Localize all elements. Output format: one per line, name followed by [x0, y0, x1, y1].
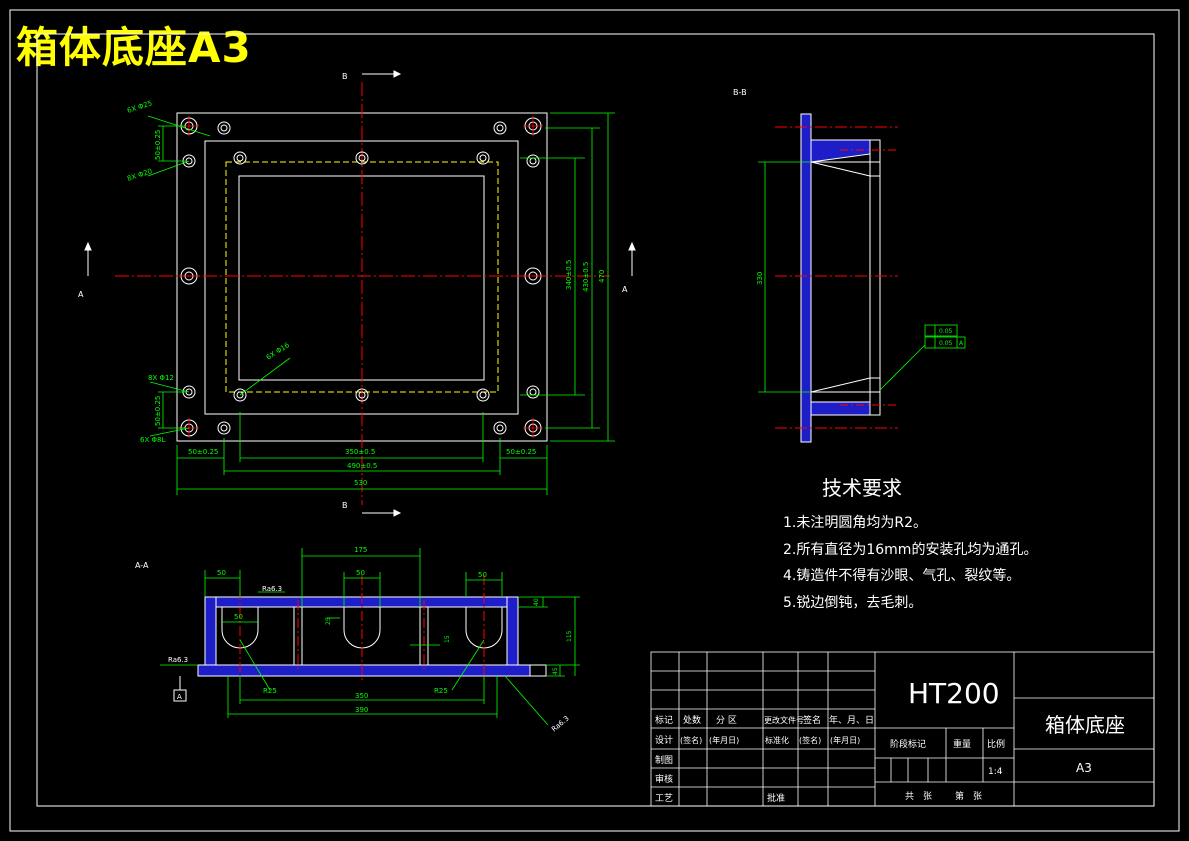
total-sheets: 共 张: [905, 791, 932, 802]
scale-text: 1:4: [988, 767, 1003, 777]
section-mark-b-bottom: B: [342, 501, 348, 510]
header-col-zone: 分 区: [716, 715, 737, 726]
section-view-label: A-A: [135, 561, 149, 570]
design-col-date2: (年月日): [830, 735, 860, 745]
stage-label: 阶段标记: [890, 738, 926, 750]
callout-6x-d8l: 6X Φ8L: [140, 436, 165, 444]
part-name-text: 箱体底座: [1045, 713, 1125, 737]
sec-dim-slot-right: 50: [478, 571, 487, 579]
roughness-top: Ra6.3: [262, 585, 282, 593]
header-col-date: 年、月、日: [829, 714, 874, 726]
dim-hole-height: 430±0.5: [582, 262, 590, 292]
plan-holes: [180, 117, 542, 437]
roughness-left: Ra6.3: [168, 656, 188, 664]
section-mark-a-right: A: [622, 285, 628, 294]
side-view-label: B-B: [733, 88, 747, 97]
design-col-sign2: (签名): [799, 735, 821, 745]
outer-frame: [9, 9, 1180, 832]
design-col-std: 标准化: [765, 735, 789, 745]
requirement-4: 5.锐边倒钝，去毛刺。: [783, 595, 922, 611]
dim-hole-span: 490±0.5: [347, 462, 377, 470]
technical-requirements: 技术要求 1.未注明圆角均为R2。 2.所有直径为16mm的安装孔均为通孔。 4…: [783, 476, 1037, 611]
title-block-text: HT200 箱体底座 A3 1:4 比例 重量 阶段标记 共 张 第 张 标记 …: [655, 677, 1125, 804]
requirements-heading: 技术要求: [822, 476, 902, 500]
dim-edge-right: 50±0.25: [506, 448, 536, 456]
row-label-process: 工艺: [655, 793, 673, 804]
dim-small-vert-top: 50±0.25: [154, 130, 162, 160]
row-label-mark: 标记: [655, 714, 673, 726]
design-col-date: (年月日): [709, 735, 739, 745]
side-dim-330: 330: [756, 272, 764, 285]
sheet-no: 第 张: [955, 790, 982, 802]
callout-8x-d12: 8X Φ12: [148, 374, 174, 382]
header-col-doc: 更改文件号: [764, 715, 804, 725]
dim-inner-width: 350±0.5: [345, 448, 375, 456]
sec-dim-height-total: 115: [566, 630, 573, 642]
design-col-sign: (签名): [680, 735, 702, 745]
sec-dim-depth-small: 25: [325, 617, 332, 625]
dim-overall-width: 530: [354, 479, 367, 487]
section-view: A-A: [135, 546, 580, 734]
section-mark-a-left: A: [78, 290, 84, 299]
side-view: B-B 330 0.05 0.05: [733, 88, 966, 443]
tolerance-frame: [924, 324, 966, 349]
requirement-1: 1.未注明圆角均为R2。: [783, 515, 927, 531]
tolerance-datum: A: [959, 340, 964, 347]
sec-dim-top-span: 175: [354, 546, 367, 554]
weight-label: 重量: [953, 738, 971, 750]
sec-dim-slot-left: 50: [217, 569, 226, 577]
plan-view: B B A A: [78, 70, 636, 517]
material-text: HT200: [908, 677, 1000, 710]
header-col-count: 处数: [683, 714, 701, 726]
sec-dim-inner-span: 350: [355, 692, 368, 700]
requirement-2: 2.所有直径为16mm的安装孔均为通孔。: [783, 541, 1037, 558]
title-block: [650, 651, 1155, 807]
header-col-sign: 签名: [803, 714, 821, 726]
scale-label: 比例: [987, 738, 1005, 750]
dim-inner-height: 340±0.5: [565, 260, 573, 290]
sec-fillet-right: R25: [434, 687, 448, 695]
approve-label: 批准: [767, 792, 785, 804]
row-label-design: 设计: [655, 734, 673, 746]
callout-6x-d25: 6X Φ25: [126, 99, 153, 115]
dim-small-vert-bottom: 50±0.25: [154, 396, 162, 426]
sec-dim-slot-mid: 50: [356, 569, 365, 577]
sec-dim-height-top: 40: [533, 598, 540, 606]
requirement-3: 4.铸造件不得有沙眼、气孔、裂纹等。: [783, 567, 1020, 584]
tolerance-value-2: 0.05: [939, 340, 953, 347]
datum-label: A: [177, 693, 182, 701]
sheet-title: 箱体底座A3: [16, 23, 252, 72]
sec-dim-web: 15: [444, 635, 451, 643]
inner-frame: [36, 33, 1155, 807]
roughness-right: Ra6.3: [550, 714, 571, 733]
callout-6x-d16: 6X Φ16: [265, 341, 292, 362]
row-label-review: 审核: [655, 773, 673, 785]
dim-edge-left: 50±0.25: [188, 448, 218, 456]
sheet-size-text: A3: [1076, 761, 1092, 775]
sec-dim-height-bottom: 45: [552, 667, 559, 675]
tolerance-value-1: 0.05: [939, 328, 953, 335]
row-label-draw: 制图: [655, 754, 673, 766]
sec-dim-outer-span: 390: [355, 706, 368, 714]
dim-overall-height: 470: [598, 270, 606, 283]
callout-8x-d20: 8X Φ20: [126, 167, 153, 183]
sec-fillet-left: R25: [263, 687, 277, 695]
section-mark-b-top: B: [342, 72, 348, 81]
sec-dim-inner-slot: 50: [234, 613, 243, 621]
